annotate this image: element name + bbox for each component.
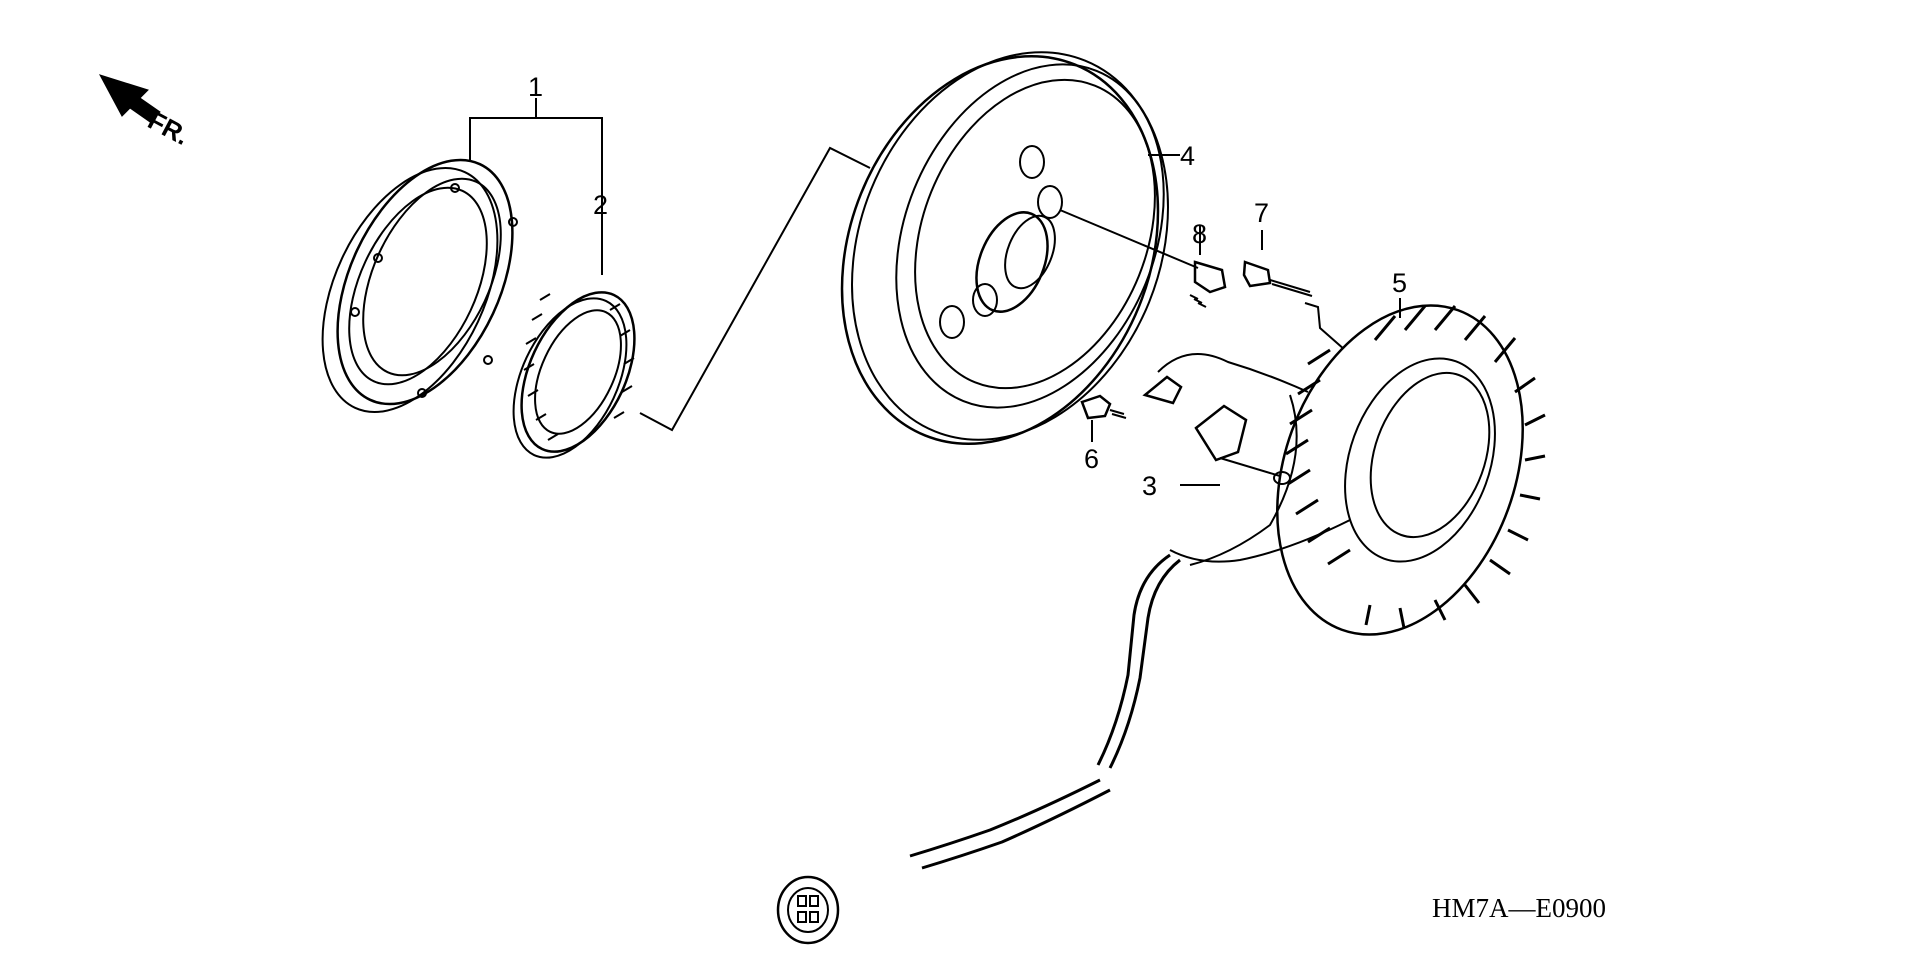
callout-2: 2 [593,190,608,220]
callout-1-leader [469,98,603,275]
callout-3: 3 [1142,471,1157,501]
starter-clutch-housing [321,158,518,414]
flywheel-bolt-axis [1059,209,1199,269]
callout-7: 7 [1254,198,1269,228]
pulse-generator [1142,353,1309,485]
one-way-clutch [512,291,636,459]
front-direction-arrow-icon [98,74,161,123]
bolt-7 [1242,230,1346,351]
wire-connector [776,875,840,945]
diagram-code: HM7A—E0900 [1432,893,1606,923]
callout-6: 6 [1084,444,1099,474]
callout-5: 5 [1392,268,1407,298]
callout-4: 4 [1180,141,1195,171]
callout-8: 8 [1192,219,1207,249]
bolt-6 [1080,394,1127,442]
flywheel-alignment-line [639,146,871,432]
wire-harness [909,394,1351,870]
bolt-8 [1189,225,1227,308]
flywheel [840,51,1169,446]
callout-1: 1 [528,72,543,102]
stator [1276,304,1546,636]
